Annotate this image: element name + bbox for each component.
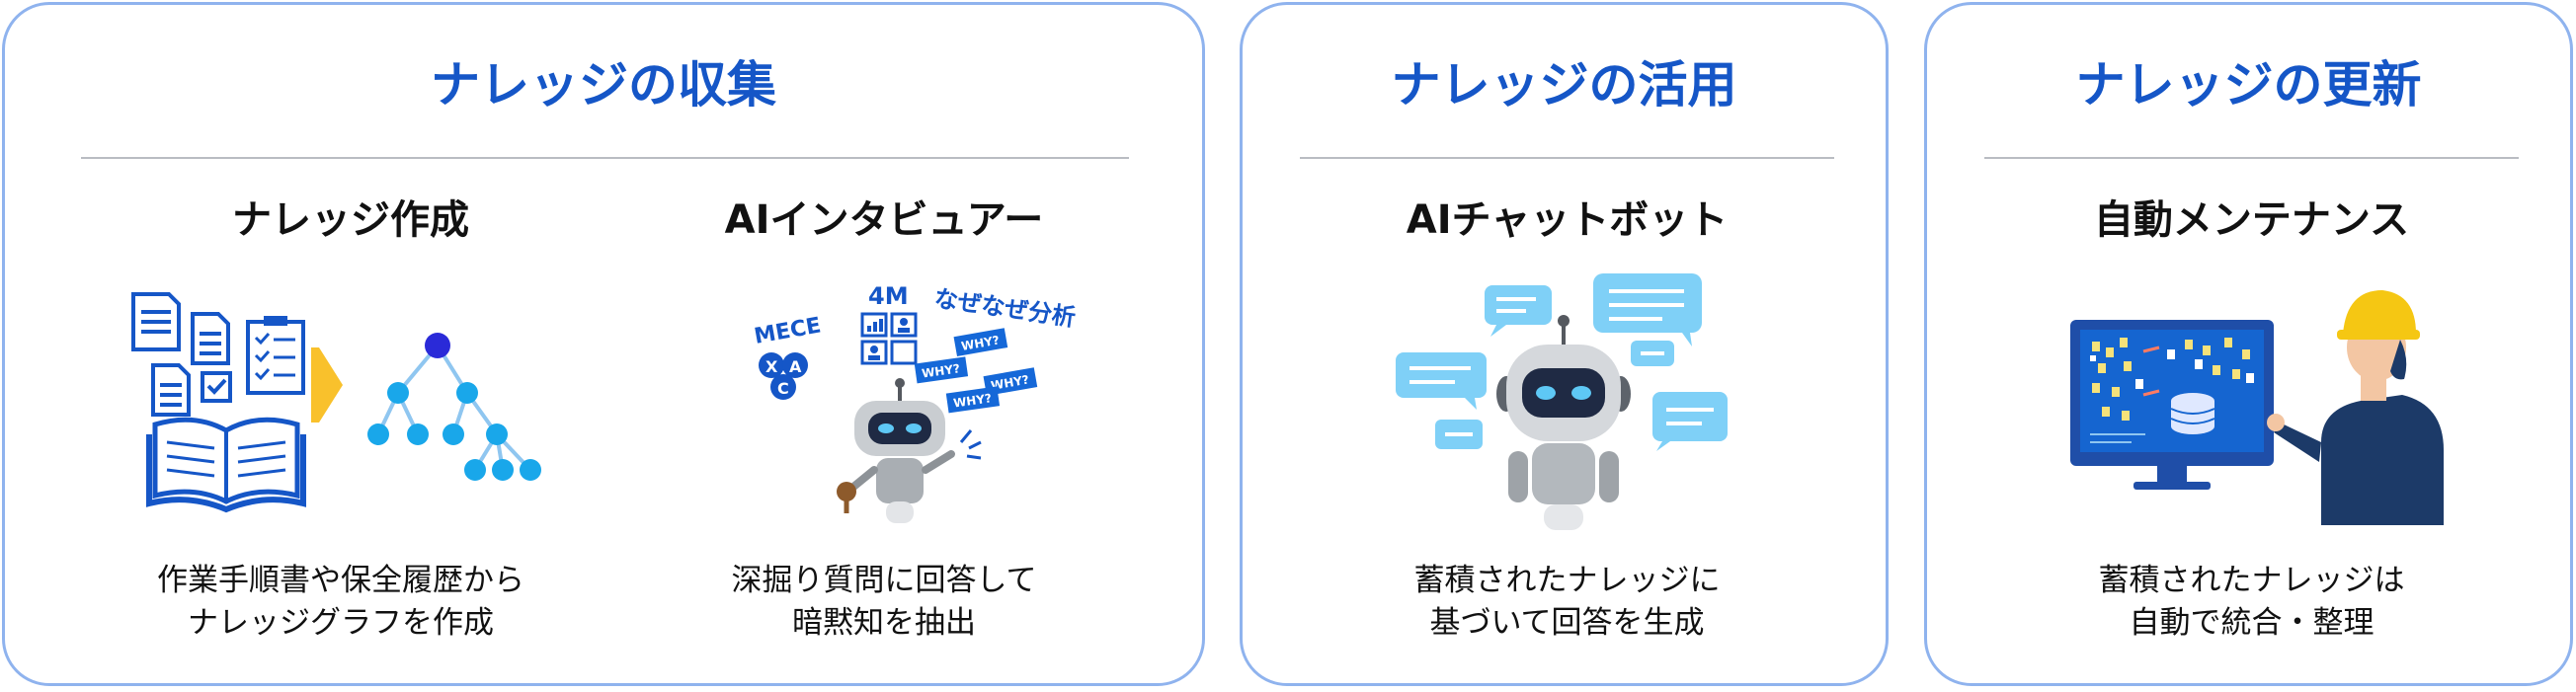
card-title: ナレッジの活用 — [1391, 56, 1737, 114]
item-description: 蓄積されたナレッジに 基づいて回答を生成 — [1300, 560, 1834, 645]
desc-line: 深掘り質問に回答して — [731, 563, 1037, 598]
desc-line: 基づいて回答を生成 — [1429, 605, 1705, 641]
worker-monitor-icon — [2070, 290, 2444, 525]
4m-label: 4M — [868, 282, 909, 310]
item-description: 蓄積されたナレッジは 自動で統合・整理 — [1984, 560, 2519, 645]
item-title-knowledge-creation: ナレッジ作成 — [232, 197, 469, 243]
robot-icon — [1496, 315, 1631, 530]
desc-line: ナレッジグラフを作成 — [188, 605, 494, 641]
divider — [1300, 157, 1834, 159]
naze-label: なぜなぜ分析 — [932, 284, 1077, 332]
card-title: ナレッジの収集 — [431, 56, 776, 114]
svg-text:A: A — [789, 357, 802, 376]
svg-text:WHY?: WHY? — [960, 333, 1001, 353]
why-tags-icon: WHY? WHY? WHY? WHY? — [914, 328, 1038, 414]
card-title: ナレッジの更新 — [2075, 56, 2422, 114]
card-knowledge-update: ナレッジの更新 自動メンテナンス — [1924, 2, 2573, 686]
svg-text:WHY?: WHY? — [921, 361, 961, 380]
desc-line: 自動で統合・整理 — [2129, 605, 2375, 641]
document-icon — [191, 312, 230, 365]
worker-icon — [2267, 290, 2444, 525]
desc-line: 作業手順書や保全履歴から — [157, 563, 524, 598]
item-title-ai-chatbot: AIチャットボット — [1406, 197, 1729, 243]
item-title-auto-maintenance: 自動メンテナンス — [2093, 197, 2410, 243]
mece-label: MECE — [753, 313, 823, 348]
svg-text:X: X — [765, 357, 778, 376]
checkbox-icon — [201, 371, 232, 403]
svg-text:C: C — [777, 379, 789, 398]
item-description: 作業手順書や保全履歴から ナレッジグラフを作成 — [114, 560, 568, 645]
divider — [81, 157, 1129, 159]
divider — [1984, 157, 2519, 159]
arrow-right-icon — [311, 347, 343, 423]
card-knowledge-utilization: ナレッジの活用 AIチャットボット — [1240, 2, 1889, 686]
desc-line: 蓄積されたナレッジは — [2098, 563, 2405, 598]
open-book-icon — [146, 417, 306, 513]
robot-icon — [837, 378, 982, 523]
documents-to-knowledge-graph-icon — [131, 292, 541, 513]
desc-line: 蓄積されたナレッジに — [1413, 563, 1721, 598]
monitor-icon — [2070, 320, 2274, 490]
card-knowledge-collection: ナレッジの収集 ナレッジ作成 — [2, 2, 1205, 686]
svg-text:WHY?: WHY? — [990, 372, 1030, 393]
item-description: 深掘り質問に回答して 暗黙知を抽出 — [677, 560, 1091, 645]
item-title-ai-interviewer: AIインタビュアー — [724, 197, 1044, 243]
document-icon — [151, 363, 191, 417]
svg-text:WHY?: WHY? — [952, 391, 993, 410]
knowledge-graph-icon — [367, 333, 541, 481]
database-icon — [2170, 393, 2215, 434]
desc-line: 暗黙知を抽出 — [792, 605, 976, 641]
clipboard-checklist-icon — [246, 316, 305, 395]
chatbot-robot-icon — [1396, 273, 1728, 530]
